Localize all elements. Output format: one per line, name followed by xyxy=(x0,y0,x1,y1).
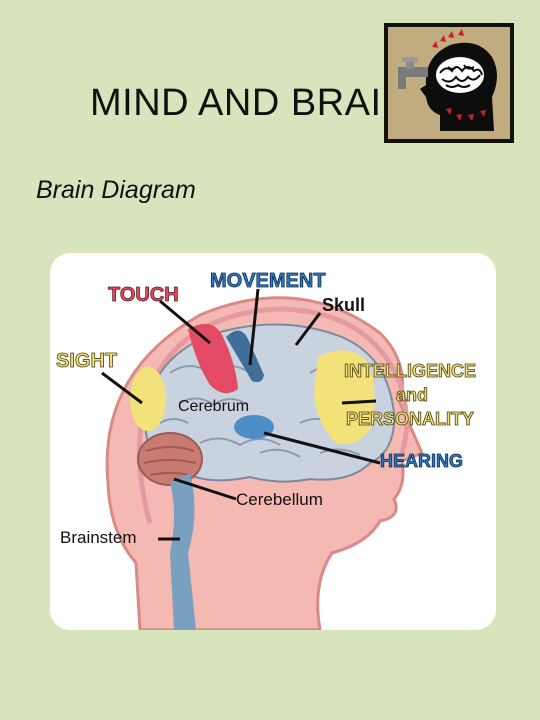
logo-image xyxy=(384,23,514,143)
skull-outline xyxy=(137,306,410,524)
label-touch: TOUCH xyxy=(108,284,179,306)
touch-region xyxy=(188,323,238,394)
label-cerebrum: Cerebrum xyxy=(178,398,249,415)
brainstem-region xyxy=(170,473,196,630)
slide-subtitle: Brain Diagram xyxy=(36,176,196,204)
label-skull: Skull xyxy=(322,295,365,315)
label-hearing: HEARING xyxy=(380,451,463,471)
label-movement: MOVEMENT xyxy=(210,270,326,292)
label-intelligence: INTELLIGENCE xyxy=(344,361,476,381)
sight-region xyxy=(130,367,166,431)
label-brainstem: Brainstem xyxy=(60,528,137,547)
intelligence-region xyxy=(314,350,375,445)
brain-diagram-illustration: TOUCH MOVEMENT Skull SIGHT Cerebrum INTE… xyxy=(56,270,476,630)
head-brain-faucet-icon xyxy=(398,29,497,131)
slide-title: MIND AND BRAIN xyxy=(90,82,410,124)
movement-region xyxy=(226,330,264,383)
label-cerebellum: Cerebellum xyxy=(236,490,323,509)
label-sight: SIGHT xyxy=(56,350,117,372)
label-personality: PERSONALITY xyxy=(346,409,474,429)
label-and: and xyxy=(396,385,428,405)
brain-diagram: TOUCH MOVEMENT Skull SIGHT Cerebrum INTE… xyxy=(50,253,496,630)
